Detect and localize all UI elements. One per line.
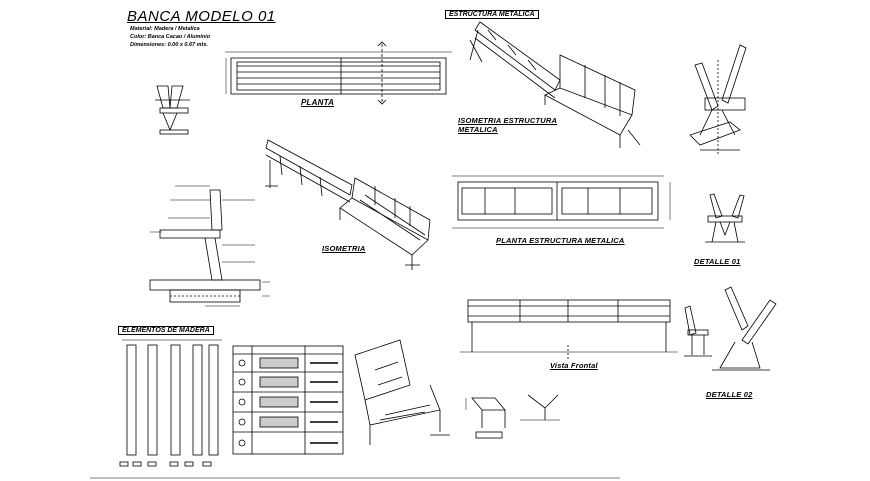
- bench-isometric-small-drawing: [354, 339, 450, 445]
- estructura-metalica-drawing: [469, 21, 641, 148]
- label-isometria-estructura: ISOMETRIA ESTRUCTURA: [458, 116, 558, 125]
- detalle-01-drawing: [705, 193, 745, 243]
- elements-table: [232, 345, 344, 455]
- subtitle-line-1: Material: Madera / Metalica: [130, 26, 200, 32]
- vista-frontal-drawing: [460, 299, 678, 360]
- label-detalle-01: DETALLE 01: [694, 257, 741, 266]
- isometria-drawing: [265, 139, 431, 270]
- detalle-top-right-drawing: [689, 44, 747, 155]
- connection-details-drawing: [465, 394, 560, 439]
- label-vista-frontal: Vista Frontal: [550, 361, 598, 370]
- side-profile-drawing: [155, 85, 190, 135]
- label-planta-estructura: PLANTA ESTRUCTURA METALICA: [496, 236, 625, 245]
- elementos-madera-drawing: [119, 339, 222, 467]
- sheet-title: BANCA MODELO 01: [127, 8, 276, 25]
- label-isometria-estructura-2: METALICA: [458, 125, 498, 134]
- planta-drawing: [225, 41, 452, 105]
- label-elementos-madera: ELEMENTOS DE MADERA: [118, 326, 214, 335]
- label-estructura-metalica: ESTRUCTURA METALICA: [445, 10, 539, 19]
- label-isometria: ISOMETRIA: [322, 244, 366, 253]
- label-detalle-02: DETALLE 02: [706, 390, 753, 399]
- subtitle-line-2: Color: Banca Cacao / Aluminio: [130, 34, 211, 40]
- subtitle-line-3: Dimensiones: 0.00 x 0.67 mts.: [130, 42, 208, 48]
- planta-estructura-drawing: [452, 175, 671, 229]
- detalle-02-drawing: [684, 286, 777, 371]
- section-detail-drawing: [149, 185, 270, 307]
- label-planta: PLANTA: [301, 98, 335, 107]
